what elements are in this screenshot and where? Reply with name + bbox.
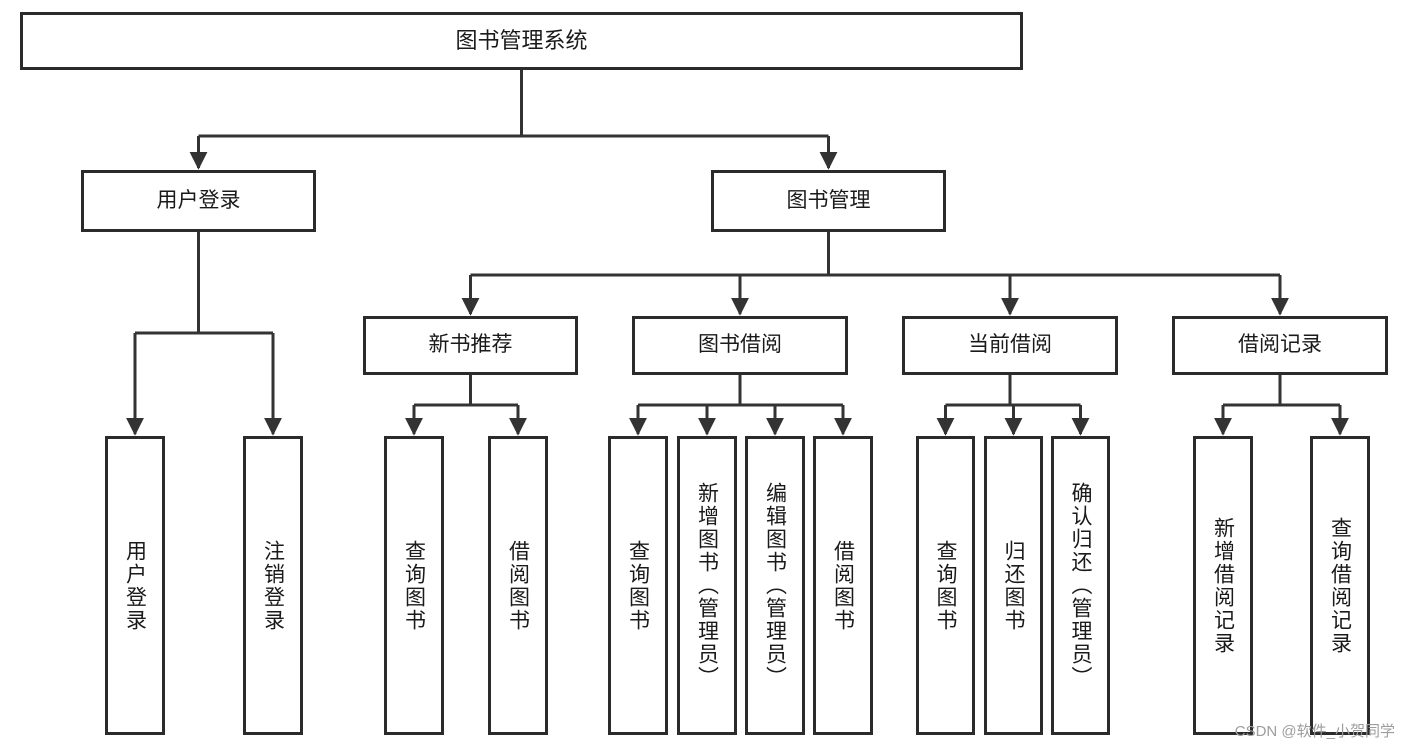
node-root[interactable]: 图书管理系统: [20, 12, 1023, 70]
node-label: 借阅记录: [1238, 333, 1322, 357]
node-leaf-cur-confirm[interactable]: 确认归还（管理员）: [1051, 436, 1110, 735]
node-leaf-rec-query[interactable]: 查询借阅记录: [1310, 436, 1370, 735]
node-leaf-bk-query[interactable]: 查询图书: [608, 436, 668, 735]
node-label: 新增借阅记录: [1211, 516, 1235, 655]
watermark: CSDN @软件_小贺同学: [1234, 723, 1395, 740]
node-label: 确认归还（管理员）: [1069, 482, 1092, 689]
node-label: 查询借阅记录: [1328, 516, 1352, 655]
node-leaf-user-login[interactable]: 用户登录: [105, 436, 165, 735]
node-newbook[interactable]: 新书推荐: [363, 316, 578, 375]
node-borrow[interactable]: 图书借阅: [632, 316, 848, 375]
node-label: 归还图书: [1002, 539, 1025, 632]
node-leaf-nb-query[interactable]: 查询图书: [384, 436, 444, 735]
node-label: 查询图书: [402, 539, 426, 632]
node-label: 用户登录: [123, 539, 147, 632]
node-label: 查询图书: [626, 539, 650, 632]
node-record[interactable]: 借阅记录: [1172, 316, 1388, 375]
node-label: 新书推荐: [428, 333, 513, 357]
node-label: 查询图书: [934, 539, 957, 632]
node-label: 图书借阅: [698, 333, 782, 357]
node-leaf-cur-return[interactable]: 归还图书: [984, 436, 1043, 735]
node-leaf-bk-add[interactable]: 新增图书（管理员）: [677, 436, 737, 735]
node-label: 当前借阅: [968, 333, 1052, 357]
node-label: 编辑图书（管理员）: [763, 482, 787, 689]
node-bookmgmt[interactable]: 图书管理: [711, 170, 946, 232]
node-login[interactable]: 用户登录: [81, 170, 316, 232]
node-leaf-bk-edit[interactable]: 编辑图书（管理员）: [745, 436, 805, 735]
node-leaf-rec-add[interactable]: 新增借阅记录: [1193, 436, 1253, 735]
node-label: 借阅图书: [831, 539, 855, 632]
node-label: 新增图书（管理员）: [695, 482, 719, 689]
node-leaf-cur-query[interactable]: 查询图书: [916, 436, 975, 735]
node-leaf-bk-borrow[interactable]: 借阅图书: [813, 436, 873, 735]
node-leaf-nb-borrow[interactable]: 借阅图书: [488, 436, 548, 735]
node-label: 图书管理系统: [455, 28, 588, 54]
node-label: 注销登录: [261, 539, 285, 632]
node-leaf-user-logout[interactable]: 注销登录: [243, 436, 303, 735]
edge-paths: [126, 70, 1349, 436]
node-label: 用户登录: [156, 188, 241, 212]
node-current[interactable]: 当前借阅: [902, 316, 1118, 375]
node-label: 借阅图书: [506, 539, 530, 632]
node-label: 图书管理: [786, 188, 871, 212]
